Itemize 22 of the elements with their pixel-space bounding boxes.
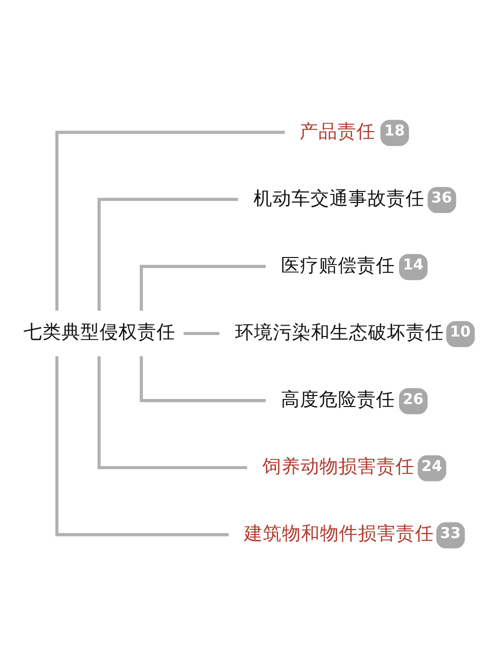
connector xyxy=(140,264,266,311)
connector xyxy=(98,198,238,311)
connector xyxy=(55,356,229,536)
node-label: 饲养动物损害责任 xyxy=(262,456,414,478)
node-box: 26 xyxy=(399,388,428,414)
node-box: 14 xyxy=(399,254,428,280)
node-label: 医疗赔偿责任 xyxy=(281,255,396,276)
node-box: 36 xyxy=(428,186,456,214)
node-label: 机动车交通事故责任 xyxy=(254,188,425,210)
node-box: 10 xyxy=(446,321,475,348)
node-label: 产品责任 xyxy=(300,121,376,142)
node-box: 18 xyxy=(380,120,409,146)
connector xyxy=(184,332,220,336)
node-box: 24 xyxy=(418,455,446,482)
node-label: 环境污染和生态破坏责任 xyxy=(235,322,444,344)
connector xyxy=(98,356,248,470)
node-text: 七类典型侵权责任 xyxy=(23,322,176,343)
connector xyxy=(55,130,285,311)
connector xyxy=(140,356,266,402)
node-label: 高度危险责任 xyxy=(281,390,396,411)
node-label: 建筑物和物件损害责任 xyxy=(244,524,434,545)
node-box: 33 xyxy=(436,522,465,548)
